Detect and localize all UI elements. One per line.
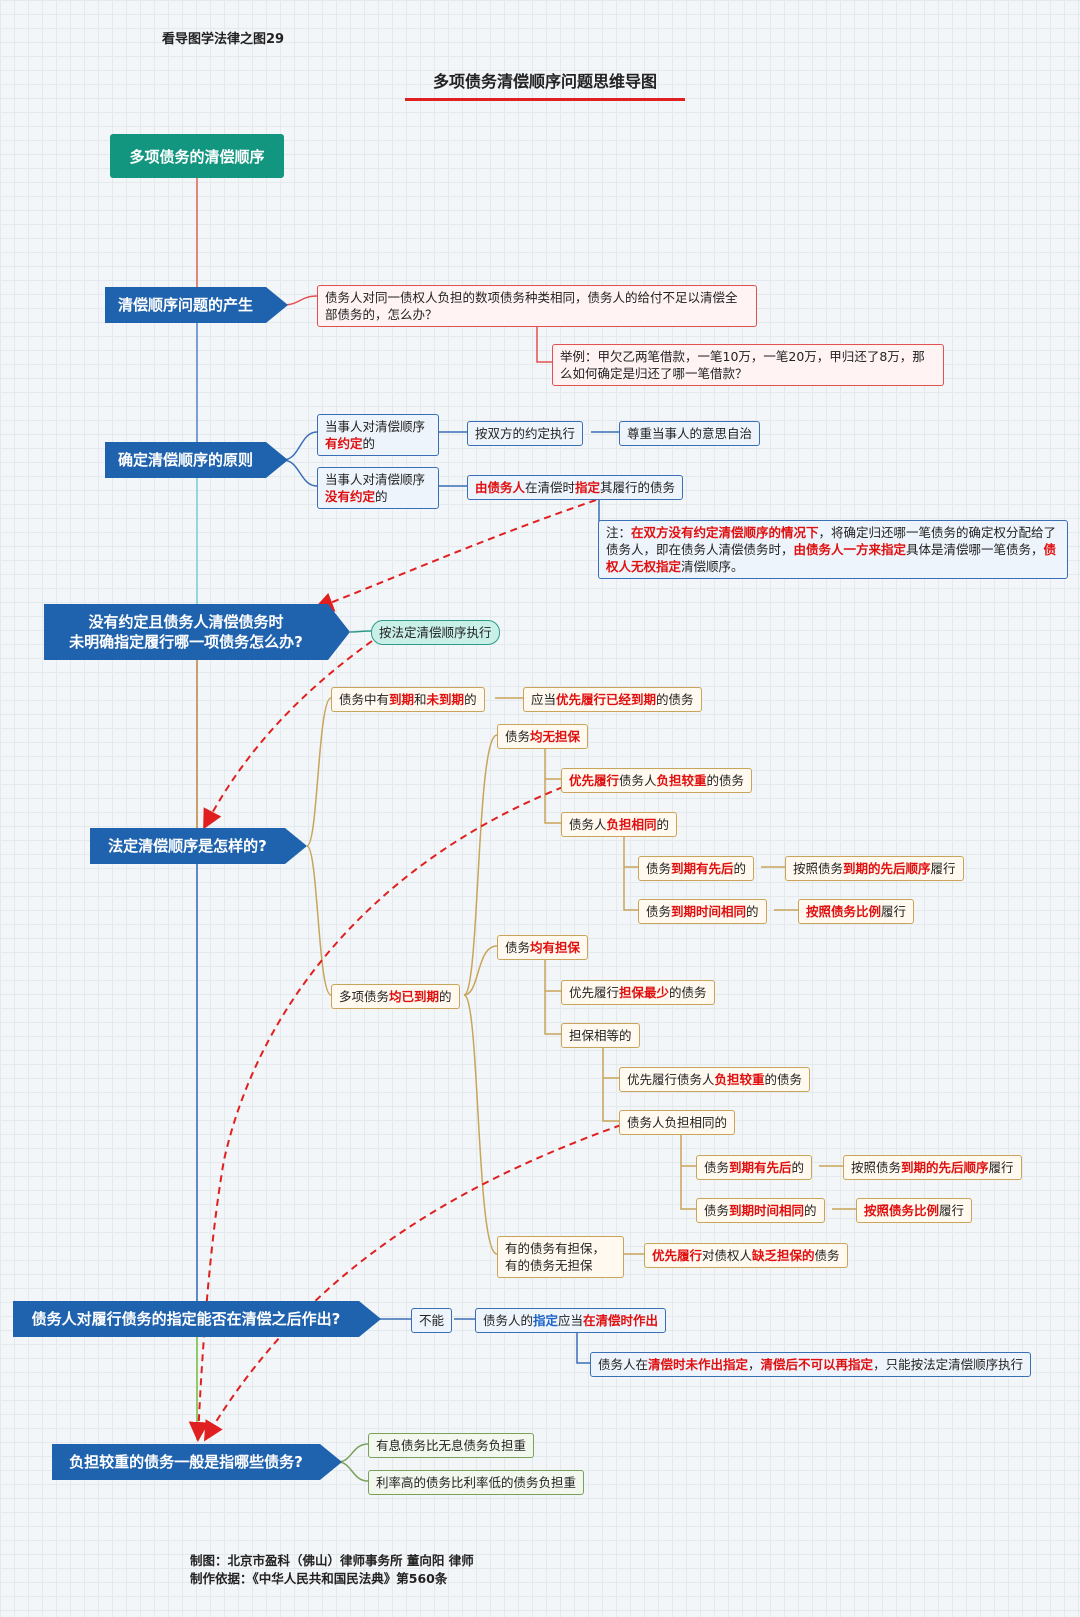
has-guarantee-node[interactable]: 债务均有担保 [497,935,589,960]
main-node-heavier-debt[interactable]: 负担较重的债务一般是指哪些债务? [52,1444,342,1480]
after-payment-detail-node[interactable]: 债务人在清偿时未作出指定，清偿后不可以再指定，只能按法定清偿顺序执行 [590,1352,1032,1377]
hg-due-order-rule-node[interactable]: 按照债务到期的先后顺序履行 [843,1155,1022,1180]
no-guarantee-node[interactable]: 债务均无担保 [497,724,589,749]
all-due-node[interactable]: 多项债务均已到期的 [331,984,460,1009]
interest-node[interactable]: 有息债务比无息债务负担重 [368,1433,535,1458]
no-agreement-node[interactable]: 当事人对清偿顺序 没有约定的 [317,467,439,509]
hg-same-burden-node[interactable]: 债务人负担相同的 [619,1110,736,1135]
agreed-node[interactable]: 当事人对清偿顺序 有约定的 [317,414,439,456]
ng-same-burden-node[interactable]: 债务人负担相同的 [561,812,678,837]
ng-heavier-node[interactable]: 优先履行债务人负担较重的债务 [561,768,753,793]
mixed-due-node[interactable]: 债务中有到期和未到期的 [331,687,485,712]
cannot-node[interactable]: 不能 [411,1308,453,1333]
ng-due-order-node[interactable]: 债务到期有先后的 [638,856,755,881]
main-node-principle[interactable]: 确定清偿顺序的原则 [105,442,288,478]
hg-due-same-rule-node[interactable]: 按照债务比例履行 [856,1198,973,1223]
ng-due-same-rule-node[interactable]: 按照债务比例履行 [798,899,915,924]
root-node[interactable]: 多项债务的清偿顺序 [110,134,284,178]
partial-guarantee-rule-node[interactable]: 优先履行对债权人缺乏担保的债务 [644,1243,848,1268]
hg-least-node[interactable]: 优先履行担保最少的债务 [561,980,715,1005]
main-node-after-payment[interactable]: 债务人对履行债务的指定能否在清偿之后作出? [13,1301,381,1337]
main-node-origin[interactable]: 清偿顺序问题的产生 [105,287,288,323]
hg-due-order-node[interactable]: 债务到期有先后的 [696,1155,813,1180]
ng-due-same-node[interactable]: 债务到期时间相同的 [638,899,767,924]
series-label: 看导图学法律之图29 [162,32,285,47]
mixed-due-rule-node[interactable]: 应当优先履行已经到期的债务 [523,687,702,712]
title-underline [405,98,685,101]
principle-note-node[interactable]: 注：在双方没有约定清偿顺序的情况下，将确定归还哪一笔债务的确定权分配给了债务人，… [598,520,1068,579]
main-node-no-designation[interactable]: 没有约定且债务人清偿债务时 未明确指定履行哪一项债务怎么办? [44,604,350,660]
footer-basis: 制作依据：《中华人民共和国民法典》第560条 [190,1571,448,1586]
footer-maker: 制图：北京市盈科（佛山）律师事务所 董向阳 律师 [190,1553,474,1568]
rate-node[interactable]: 利率高的债务比利率低的债务负担重 [368,1470,585,1495]
page-title: 多项债务清偿顺序问题思维导图 [432,72,657,91]
partial-guarantee-node[interactable]: 有的债务有担保， 有的债务无担保 [497,1236,624,1278]
ng-due-order-rule-node[interactable]: 按照债务到期的先后顺序履行 [785,856,964,881]
hg-equal-node[interactable]: 担保相等的 [561,1023,640,1048]
hg-heavier-node[interactable]: 优先履行债务人负担较重的债务 [619,1067,811,1092]
debtor-designates-node[interactable]: 由债务人在清偿时指定其履行的债务 [467,475,684,500]
main-node-statutory-order[interactable]: 法定清偿顺序是怎样的? [90,828,307,864]
agreed-reason-node[interactable]: 尊重当事人的意思自治 [619,421,761,446]
origin-example-node[interactable]: 举例：甲欠乙两笔借款，一笔10万，一笔20万，甲归还了8万，那么如何确定是归还了… [552,344,944,386]
hg-due-same-node[interactable]: 债务到期时间相同的 [696,1198,825,1223]
designate-at-payment-node[interactable]: 债务人的指定应当在清偿时作出 [475,1308,667,1333]
agreed-action-node[interactable]: 按双方的约定执行 [467,421,584,446]
origin-issue-node[interactable]: 债务人对同一债权人负担的数项债务种类相同，债务人的给付不足以清偿全部债务的，怎么… [317,285,757,327]
statutory-order-node[interactable]: 按法定清偿顺序执行 [371,620,500,645]
